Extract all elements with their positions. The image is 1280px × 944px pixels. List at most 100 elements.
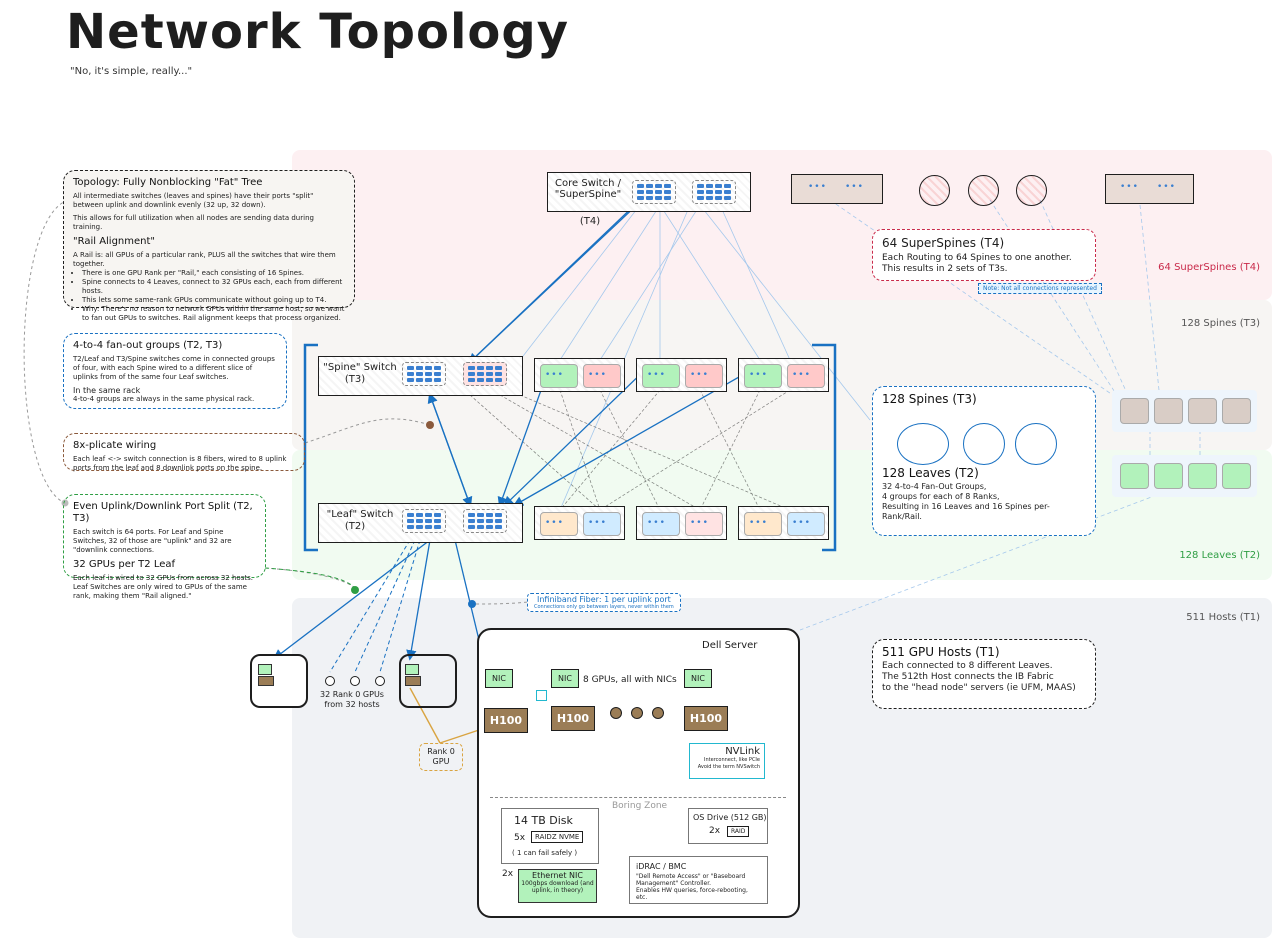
idrac-box: iDRAC / BMC "Dell Remote Access" or "Bas… <box>629 856 768 904</box>
leaf-unit <box>1154 463 1183 489</box>
list-item: There is one GPU Rank per "Rail," each c… <box>82 269 345 278</box>
note-split-title2: 32 GPUs per T2 Leaf <box>73 559 176 570</box>
host-gpu-icon <box>405 676 421 686</box>
nic-2[interactable]: NIC <box>551 669 579 688</box>
host-node-icon <box>258 664 272 675</box>
note-wiring-p1: Each leaf <-> switch connection is 8 fib… <box>73 455 287 472</box>
nvlink-title: NVLink <box>725 746 760 757</box>
host-node-icon <box>405 664 419 675</box>
port-group <box>685 512 723 536</box>
spine-unit <box>1154 398 1183 424</box>
callout-spines-leaves: 128 Spines (T3) 128 Leaves (T2) 32 4-to-… <box>872 386 1096 536</box>
spine-switch-ports-a <box>402 362 446 386</box>
note-split-p1: Each switch is 64 ports. For Leaf and Sp… <box>73 528 232 554</box>
band-label-t3: 128 Spines (T3) <box>1181 318 1260 329</box>
ethernet-sub: 100gbps download (and uplink, in theory) <box>521 880 594 894</box>
port-group <box>685 364 723 388</box>
page-subtitle: "No, it's simple, really..." <box>70 66 193 77</box>
note-fanout-sub: In the same rack <box>73 386 141 395</box>
os-drive-raid: RAID <box>727 826 750 837</box>
nvlink-sub: Interconnect, like PCIe Avoid the term N… <box>697 757 760 770</box>
port-dots-icon: ••• <box>749 518 768 528</box>
ethernet-title: Ethernet NIC <box>532 871 583 880</box>
disk-count: 5x <box>514 833 526 843</box>
note-fanout-title: 4-to-4 fan-out groups (T2, T3) <box>73 340 223 351</box>
spine-node <box>963 423 1005 465</box>
spine-unit <box>1120 398 1149 424</box>
leaf-switch-tier: (T2) <box>344 521 366 532</box>
note-rail-p: A Rail is: all GPUs of a particular rank… <box>73 251 336 268</box>
port-dots-icon: ••• <box>647 518 666 528</box>
host-node[interactable] <box>250 654 308 708</box>
port-dots-icon: ••• <box>792 370 811 380</box>
superspine-switch-2[interactable] <box>791 174 883 204</box>
port-dots-icon: ••• <box>647 370 666 380</box>
callout-leaves-p3: Resulting in 16 Leaves and 16 Spines per… <box>882 502 1050 521</box>
note-split: Even Uplink/Downlink Port Split (T2, T3)… <box>63 494 266 600</box>
port-dots-icon: ••• <box>690 370 709 380</box>
note-fanout-p1: T2/Leaf and T3/Spine switches come in co… <box>73 355 275 381</box>
note-topology-p2: This allows for full utilization when al… <box>73 214 314 231</box>
os-drive-count: 2x <box>709 826 721 836</box>
gpu-dot <box>652 707 664 719</box>
ethernet-nic-box: Ethernet NIC 100gbps download (and uplin… <box>518 869 597 903</box>
rank0-hosts-label: 32 Rank 0 GPUs from 32 hosts <box>320 690 384 709</box>
port-group <box>540 512 578 536</box>
callout-hosts-p3: to the "head node" servers (ie UFM, MAAS… <box>882 683 1076 693</box>
boring-zone-label: Boring Zone <box>612 801 668 811</box>
callout-superspines-p1: Each Routing to 64 Spines to one another… <box>882 253 1072 263</box>
note-rail-list: There is one GPU Rank per "Rail," each c… <box>73 269 345 323</box>
rank0-gpu-label: Rank 0 GPU <box>419 743 463 771</box>
idrac-p2: Enables HW queries, force-rebooting, etc… <box>636 887 748 901</box>
port-dots-icon: ••• <box>545 518 564 528</box>
port-group <box>744 364 782 388</box>
infiniband-title: Infiniband Fiber: 1 per uplink port <box>537 595 671 604</box>
leaf-unit <box>1120 463 1149 489</box>
leaf-switch-label: "Leaf" Switch <box>326 509 394 520</box>
port-group <box>642 512 680 536</box>
nvlink-box: NVLink Interconnect, like PCIe Avoid the… <box>689 743 765 779</box>
infiniband-sub: Connections only go between layers, neve… <box>534 604 674 610</box>
gpu-h100-2[interactable]: H100 <box>551 706 595 731</box>
spine-node <box>1015 423 1057 465</box>
callout-hosts: 511 GPU Hosts (T1) Each connected to 8 d… <box>872 639 1096 709</box>
callout-leaves-title: 128 Leaves (T2) <box>882 466 979 480</box>
port-dots-icon: ••• <box>749 370 768 380</box>
note-fanout: 4-to-4 fan-out groups (T2, T3) T2/Leaf a… <box>63 333 287 409</box>
note-rail-title: "Rail Alignment" <box>73 236 156 247</box>
superspine-switch-last[interactable] <box>1105 174 1194 204</box>
gpu-h100-1[interactable]: H100 <box>484 708 528 733</box>
gpu-dot <box>375 676 385 686</box>
spine-unit <box>1188 398 1217 424</box>
superspine-node[interactable] <box>919 175 950 206</box>
list-item: Spine connects to 4 Leaves, connect to 3… <box>82 278 345 296</box>
port-dots-icon: ••• <box>588 518 607 528</box>
spine-switch-ports-b <box>463 362 507 386</box>
gpu-h100-3[interactable]: H100 <box>684 706 728 731</box>
list-item: Why: There's no reason to network GPUs w… <box>82 305 345 323</box>
gpu-dot <box>631 707 643 719</box>
host-gpu-icon <box>258 676 274 686</box>
idrac-title: iDRAC / BMC <box>636 862 687 871</box>
nic-3[interactable]: NIC <box>684 669 712 688</box>
callout-superspines: 64 SuperSpines (T4) Each Routing to 64 S… <box>872 229 1096 281</box>
note-topology: Topology: Fully Nonblocking "Fat" Tree A… <box>63 170 355 322</box>
page-title: Network Topology <box>66 4 570 60</box>
pcie-switch-icon <box>536 690 547 701</box>
superspine-node[interactable] <box>968 175 999 206</box>
port-group <box>583 364 621 388</box>
spine-unit <box>1222 398 1251 424</box>
leaf-switch-ports-a <box>402 509 446 533</box>
nic-1[interactable]: NIC <box>485 669 513 688</box>
superspine-node[interactable] <box>1016 175 1047 206</box>
gpu-dot <box>350 676 360 686</box>
gpus-note: 8 GPUs, all with NICs <box>583 675 677 685</box>
host-node-2[interactable] <box>399 654 457 708</box>
callout-hosts-title: 511 GPU Hosts (T1) <box>882 645 1000 659</box>
band-label-t2: 128 Leaves (T2) <box>1179 550 1260 561</box>
leaf-unit <box>1222 463 1251 489</box>
port-group <box>744 512 782 536</box>
port-group <box>642 364 680 388</box>
idrac-p1: "Dell Remote Access" or "Baseboard Manag… <box>636 873 746 887</box>
band-label-t1: 511 Hosts (T1) <box>1186 612 1260 623</box>
